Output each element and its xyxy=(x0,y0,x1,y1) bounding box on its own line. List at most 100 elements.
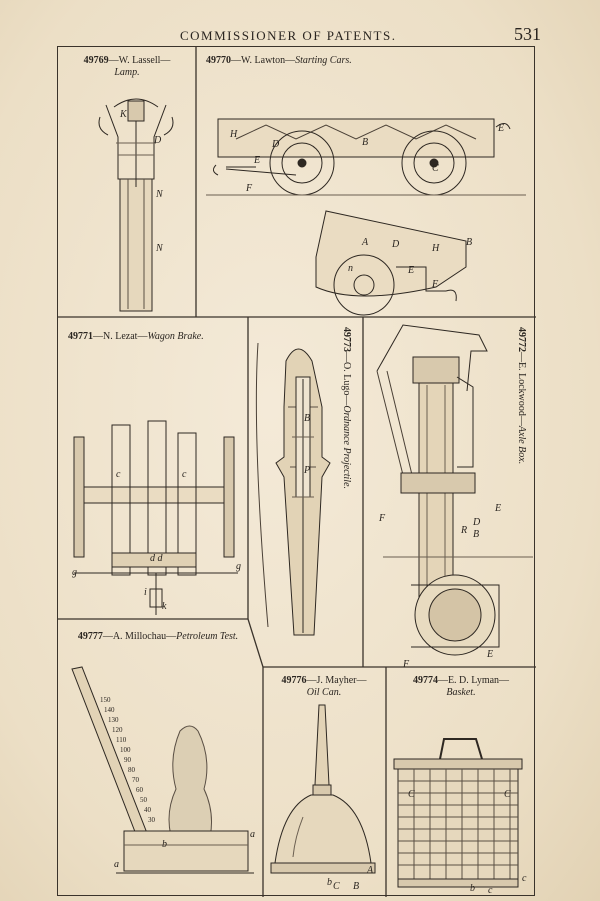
patent-number: 49769 xyxy=(83,55,109,66)
label-g2: g xyxy=(236,561,241,572)
label-K: K xyxy=(120,109,127,120)
label-B: B xyxy=(473,529,480,540)
label-B2: B xyxy=(466,237,473,248)
caption-oil-can: 49776—J. Mayher— Oil Can. xyxy=(281,675,367,698)
label-F: F xyxy=(246,183,253,194)
label-C: C xyxy=(432,163,439,174)
label-N2: N xyxy=(156,243,163,254)
label-E2: E xyxy=(487,649,494,660)
scale-mark: 110 xyxy=(116,736,127,744)
oilcan-drawing xyxy=(263,667,386,897)
patent-number: 49771 xyxy=(68,331,93,342)
scale-mark: 50 xyxy=(140,796,147,804)
invention-title: Oil Can. xyxy=(306,687,342,698)
label-D2: D xyxy=(392,239,400,250)
label-R: R xyxy=(461,525,468,536)
label-D: D xyxy=(272,139,280,150)
inventor: W. Lassell xyxy=(118,55,161,66)
label-B: B xyxy=(362,137,369,148)
panel-ordnance-projectile: B P 49773—O. Lugo—Ordnance Projectile. xyxy=(248,317,363,667)
invention-title: Ordnance Projectile. xyxy=(341,405,352,490)
caption-ordnance-projectile: 49773—O. Lugo—Ordnance Projectile. xyxy=(341,327,352,490)
label-E: E xyxy=(495,503,502,514)
label-A: A xyxy=(362,237,369,248)
label-c2: c xyxy=(182,469,187,480)
label-k: k xyxy=(162,601,167,612)
panel-petroleum-test: 49777—A. Millochau—Petroleum Test. 150 1… xyxy=(58,619,263,897)
cars-drawing xyxy=(196,47,536,317)
label-D: D xyxy=(154,135,162,146)
label-H2: H xyxy=(432,243,440,254)
panel-wagon-brake: 49771—N. Lezat—Wagon Brake. c c d xyxy=(58,317,248,619)
label-D: D xyxy=(473,517,481,528)
patent-number: 49774 xyxy=(412,675,438,686)
inventor: J. Mayher xyxy=(316,675,357,686)
label-C: C xyxy=(408,789,415,800)
label-c2: c xyxy=(522,873,527,884)
label-P: P xyxy=(304,465,311,476)
caption-lamp: 49769—W. Lassell— Lamp. xyxy=(83,55,171,78)
inventor: A. Millochau xyxy=(112,631,167,642)
lamp-drawing xyxy=(58,47,196,317)
label-F2: F xyxy=(403,659,410,670)
panel-starting-cars: 49770—W. Lawton—Starting Cars. xyxy=(196,47,536,317)
scale-mark: 80 xyxy=(128,766,135,774)
brake-drawing xyxy=(58,317,248,619)
scale-mark: 140 xyxy=(104,706,115,714)
running-head: COMMISSIONER OF PATENTS. xyxy=(180,28,397,43)
label-B: B xyxy=(353,881,360,892)
scale-mark: 70 xyxy=(132,776,139,784)
petroleum-test-drawing xyxy=(58,619,263,897)
invention-title: Lamp. xyxy=(114,67,140,78)
inventor: O. Lugo xyxy=(341,362,352,396)
label-E3: E xyxy=(408,265,415,276)
label-F: F xyxy=(379,513,386,524)
inventor: E. Lockwood xyxy=(516,362,527,416)
scale-mark: 130 xyxy=(108,716,119,724)
label-A: A xyxy=(367,865,374,876)
label-a2: a xyxy=(250,829,255,840)
label-b: b xyxy=(327,877,332,888)
scale-mark: 40 xyxy=(144,806,151,814)
label-c: c xyxy=(116,469,121,480)
caption-basket: 49774—E. D. Lyman— Basket. xyxy=(412,675,510,698)
label-C: C xyxy=(333,881,340,892)
caption-petroleum-test: 49777—A. Millochau—Petroleum Test. xyxy=(77,631,239,642)
label-B: B xyxy=(304,413,311,424)
page-number: 531 xyxy=(514,24,541,44)
label-i: i xyxy=(144,587,147,598)
label-g: g xyxy=(72,567,77,578)
page-header: COMMISSIONER OF PATENTS. 531 xyxy=(0,22,600,46)
label-b: b xyxy=(162,839,167,850)
label-E2: E xyxy=(254,155,261,166)
thermometer-scale: 150 140 130 120 110 100 90 80 70 60 50 4… xyxy=(100,695,155,825)
basket-drawing xyxy=(386,667,536,897)
label-F2: F xyxy=(432,279,439,290)
inventor: E. D. Lyman xyxy=(447,675,500,686)
patent-number: 49777 xyxy=(77,631,103,642)
invention-title: Starting Cars. xyxy=(295,55,352,66)
scale-mark: 100 xyxy=(120,746,131,754)
panel-basket: 49774—E. D. Lyman— Basket. xyxy=(386,667,536,897)
caption-starting-cars: 49770—W. Lawton—Starting Cars. xyxy=(206,55,352,66)
label-C2: C xyxy=(504,789,511,800)
label-b: b xyxy=(470,883,475,894)
invention-title: Axle Box. xyxy=(516,425,527,465)
scale-mark: 90 xyxy=(124,756,131,764)
scale-mark: 150 xyxy=(100,696,111,704)
inventor: W. Lawton xyxy=(241,55,286,66)
inventor: N. Lezat xyxy=(103,331,138,342)
scale-mark: 60 xyxy=(136,786,143,794)
label-H: H xyxy=(230,129,238,140)
scale-mark: 30 xyxy=(148,816,155,824)
axle-drawing xyxy=(363,317,536,667)
invention-title: Basket. xyxy=(446,687,476,698)
label-a: a xyxy=(114,859,119,870)
invention-title: Petroleum Test. xyxy=(176,631,239,642)
label-c: c xyxy=(488,885,493,896)
label-E: E xyxy=(498,123,505,134)
scale-mark: 120 xyxy=(112,726,123,734)
panel-oil-can: 49776—J. Mayher— Oil Can. A b C B xyxy=(263,667,386,897)
patent-number: 49770 xyxy=(206,55,231,66)
